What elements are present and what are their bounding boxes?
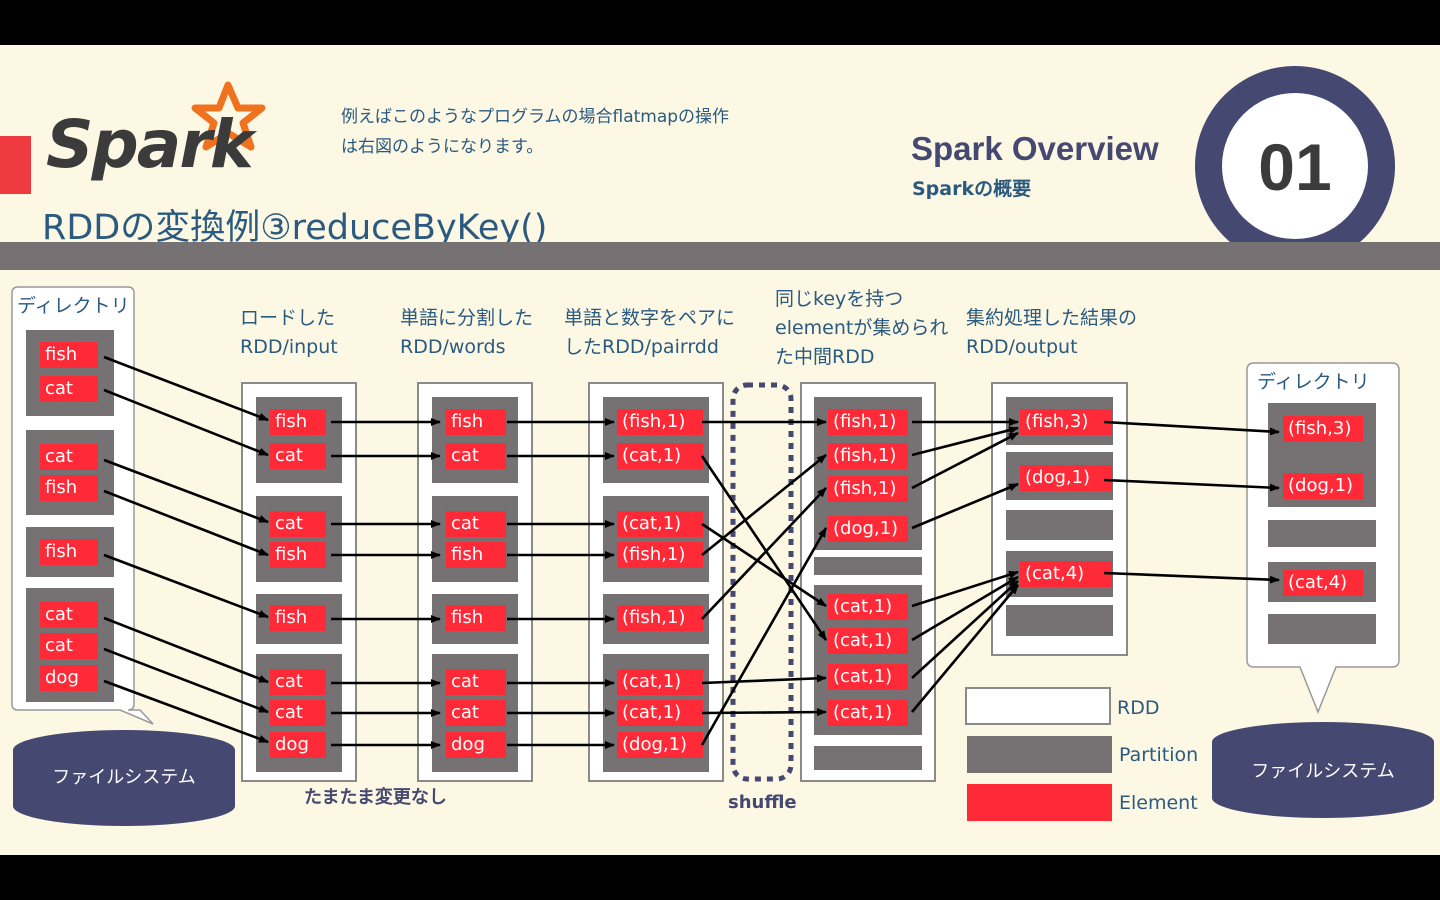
section-title: Spark Overview [911,130,1159,167]
words-element: fish [446,605,506,631]
output-dir-element: (dog,1) [1283,473,1363,499]
pairrdd-element: (dog,1) [617,732,703,758]
output-dir-element: (fish,3) [1283,416,1363,442]
shuffle-label: shuffle [728,792,797,813]
spark-logo-text: Spark [46,106,254,183]
grouped-element: (fish,1) [828,409,908,435]
words-partition [432,496,518,582]
input-element: fish [270,409,326,435]
input-element: cat [270,700,326,726]
stage-pairrdd-label-2: したRDD/pairrdd [564,336,719,358]
output-element: (fish,3) [1020,409,1112,435]
words-element: fish [446,409,506,435]
input-partition [256,496,342,582]
grouped-element: (fish,1) [828,476,908,502]
input-element: dog [270,732,326,758]
grouped-element: (dog,1) [828,516,908,542]
pairrdd-element: (cat,1) [617,443,703,469]
source-element: cat [40,602,98,628]
stage-pairrdd-label-1: 単語と数字をペアに [564,307,736,329]
words-element: fish [446,542,506,568]
output-filesystem-cylinder-bottom [1212,778,1434,818]
grouped-element: (fish,1) [828,443,908,469]
legend-element-swatch [967,784,1112,821]
page-title: RDDの変換例③reduceByKey() [42,208,548,248]
output-dir-element: (cat,4) [1283,570,1363,596]
grouped-partition [814,557,922,575]
source-element: cat [40,444,98,470]
pairrdd-element: (fish,1) [617,542,703,568]
source-element: dog [40,665,98,691]
source-partition [26,430,114,515]
spark-star-icon [191,81,266,151]
header-divider-band [0,242,1440,270]
legend-partition-swatch [967,736,1112,773]
words-element: cat [446,669,506,695]
source-element: fish [40,475,98,501]
source-filesystem-cylinder-bottom [13,786,235,826]
stage-grouped-label-3: た中間RDD [775,346,875,368]
legend-rdd-swatch [965,687,1111,725]
pairrdd-element: (cat,1) [617,511,703,537]
stage-grouped-label-1: 同じkeyを持つ [775,288,904,310]
section-subtitle: Sparkの概要 [912,178,1032,200]
input-element: fish [270,605,326,631]
red-accent-bar [0,136,31,194]
words-element: cat [446,511,506,537]
grouped-element: (cat,1) [828,700,908,726]
output-partition [1006,510,1113,540]
stage-grouped-label-2: elementが集められ [775,317,949,339]
words-element: cat [446,700,506,726]
description-line-1: 例えばこのようなプログラムの場合flatmapの操作 [341,107,730,127]
input-element: cat [270,511,326,537]
stage-words-label-1: 単語に分割した [400,307,534,329]
words-element: cat [446,443,506,469]
pairrdd-element: (fish,1) [617,605,703,631]
legend-element-label: Element [1119,792,1198,814]
grouped-element: (cat,1) [828,664,908,690]
output-partition [1006,605,1113,636]
legend-partition-label: Partition [1119,744,1199,766]
source-filesystem-label: ファイルシステム [52,767,196,788]
output-filesystem-label: ファイルシステム [1251,761,1395,782]
input-element: cat [270,669,326,695]
stage-words-label-2: RDD/words [400,336,506,358]
grouped-element: (cat,1) [828,594,908,620]
description-line-2: は右図のようになります。 [341,137,544,157]
source-element: fish [40,539,98,565]
stage-input-label-2: RDD/input [240,336,338,358]
grouped-element: (cat,1) [828,628,908,654]
source-element: cat [40,376,98,402]
words-element: dog [446,732,506,758]
pairrdd-element: (cat,1) [617,669,703,695]
output-dir-label: ディレクトリ [1257,371,1370,393]
stage-output-label-1: 集約処理した結果の [966,307,1138,329]
input-element: fish [270,542,326,568]
source-dir-label: ディレクトリ [17,295,130,317]
source-element: fish [40,342,98,368]
stage-input-label-1: ロードした [240,307,336,329]
output-dir-partition [1268,614,1376,644]
output-element: (cat,4) [1020,561,1112,587]
legend-rdd-label: RDD [1117,697,1160,719]
grouped-partition [814,746,922,770]
input-element: cat [270,443,326,469]
source-element: cat [40,633,98,659]
output-dir-partition [1268,520,1376,547]
pairrdd-element: (cat,1) [617,700,703,726]
section-number: 01 [1258,130,1332,204]
stage-output-label-2: RDD/output [966,336,1078,358]
shuffle-box [730,382,794,782]
output-element: (dog,1) [1020,465,1112,491]
pairrdd-partition [603,496,709,582]
no-change-note: たまたま変更なし [304,787,447,808]
slide: Spark 例えばこのようなプログラムの場合flatmapの操作 は右図のように… [0,45,1440,855]
spark-logo: Spark [46,78,276,198]
section-number-inner [1222,93,1368,239]
pairrdd-element: (fish,1) [617,409,703,435]
